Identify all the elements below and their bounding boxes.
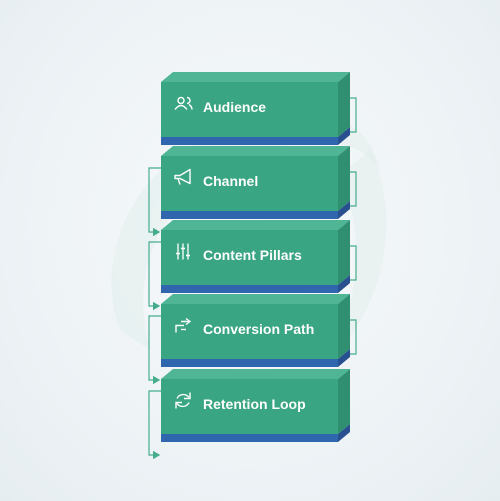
feedback-connector-left <box>148 390 165 460</box>
block-base <box>161 211 338 219</box>
block-front-face <box>161 230 338 285</box>
block-side-face <box>338 220 350 285</box>
block-front-face <box>161 82 338 137</box>
stack-block-retention-loop: Retention Loop <box>161 369 350 442</box>
block-top-face <box>161 294 350 304</box>
block-top-face <box>161 146 350 156</box>
block-front-face <box>161 379 338 434</box>
block-side-face <box>338 72 350 137</box>
stack-block-audience: Audience <box>161 72 350 145</box>
block-base <box>161 137 338 145</box>
block-side-face <box>338 146 350 211</box>
block-base <box>161 359 338 367</box>
block-top-face <box>161 220 350 230</box>
block-top-face <box>161 369 350 379</box>
megaphone-icon <box>174 168 191 185</box>
swoosh-shape <box>330 150 387 360</box>
block-base <box>161 285 338 293</box>
block-label-audience: Audience <box>203 99 266 115</box>
refresh-icon <box>175 392 191 409</box>
users-icon <box>174 96 193 110</box>
stack-block-channel: Channel <box>161 146 350 219</box>
block-label-channel: Channel <box>203 173 258 189</box>
feedback-connector-left <box>148 315 165 385</box>
block-top-face <box>161 72 350 82</box>
block-front-face <box>161 304 338 359</box>
feedback-connector-left <box>148 167 165 237</box>
connector-layer <box>148 97 357 460</box>
stack-block-conversion-path: Conversion Path <box>161 294 350 367</box>
block-base <box>161 434 338 442</box>
block-side-face <box>338 294 350 359</box>
block-label-retention-loop: Retention Loop <box>203 396 306 412</box>
block-label-conversion-path: Conversion Path <box>203 321 314 337</box>
feedback-connector-left <box>148 241 165 311</box>
block-side-face <box>338 369 350 434</box>
stack-block-content-pillars: Content Pillars <box>161 220 350 293</box>
arrow-path-icon <box>175 317 192 333</box>
sliders-icon <box>176 243 190 260</box>
block-label-content-pillars: Content Pillars <box>203 247 302 263</box>
